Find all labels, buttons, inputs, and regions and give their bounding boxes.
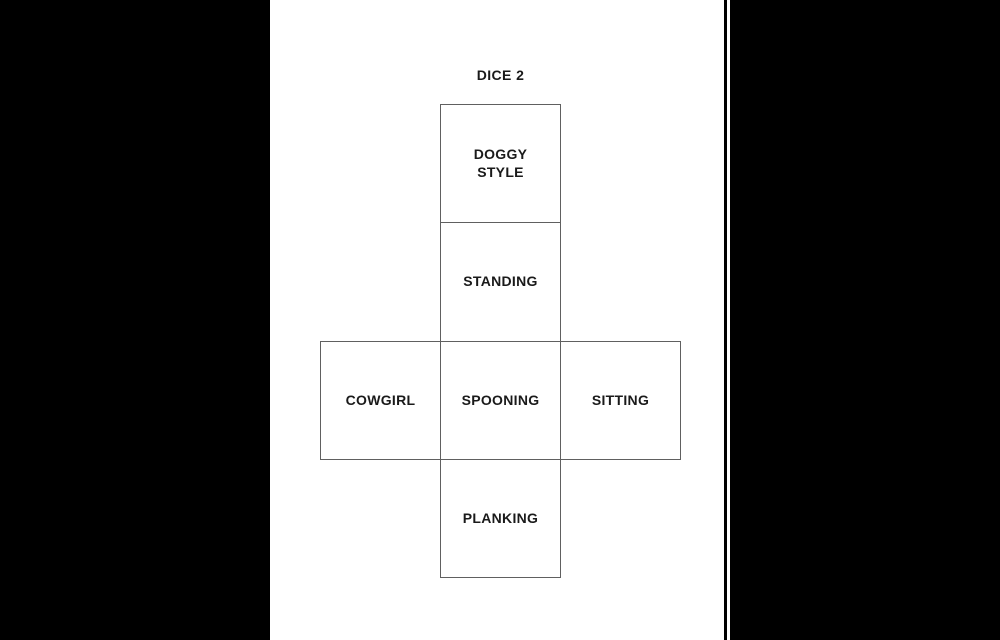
die-face-sitting: SITTING	[560, 341, 681, 460]
dice-net-title: DICE 2	[476, 67, 525, 83]
die-face-label: COWGIRL	[345, 391, 416, 408]
adjacent-page-edge	[727, 0, 730, 640]
die-face-cowgirl: COWGIRL	[320, 341, 441, 460]
document-page: DICE 2 DOGGY STYLE STANDING COWGIRL SPOO…	[270, 0, 724, 640]
die-face-label: STANDING	[463, 273, 538, 290]
die-face-doggy-style: DOGGY STYLE	[440, 104, 561, 223]
die-face-label: PLANKING	[462, 509, 539, 526]
die-face-standing: STANDING	[440, 222, 561, 342]
die-face-label: SPOONING	[461, 391, 540, 408]
die-face-label: DOGGY STYLE	[473, 146, 528, 180]
die-face-spooning: SPOONING	[440, 341, 561, 460]
die-face-planking: PLANKING	[440, 459, 561, 578]
die-face-label: SITTING	[591, 391, 650, 408]
